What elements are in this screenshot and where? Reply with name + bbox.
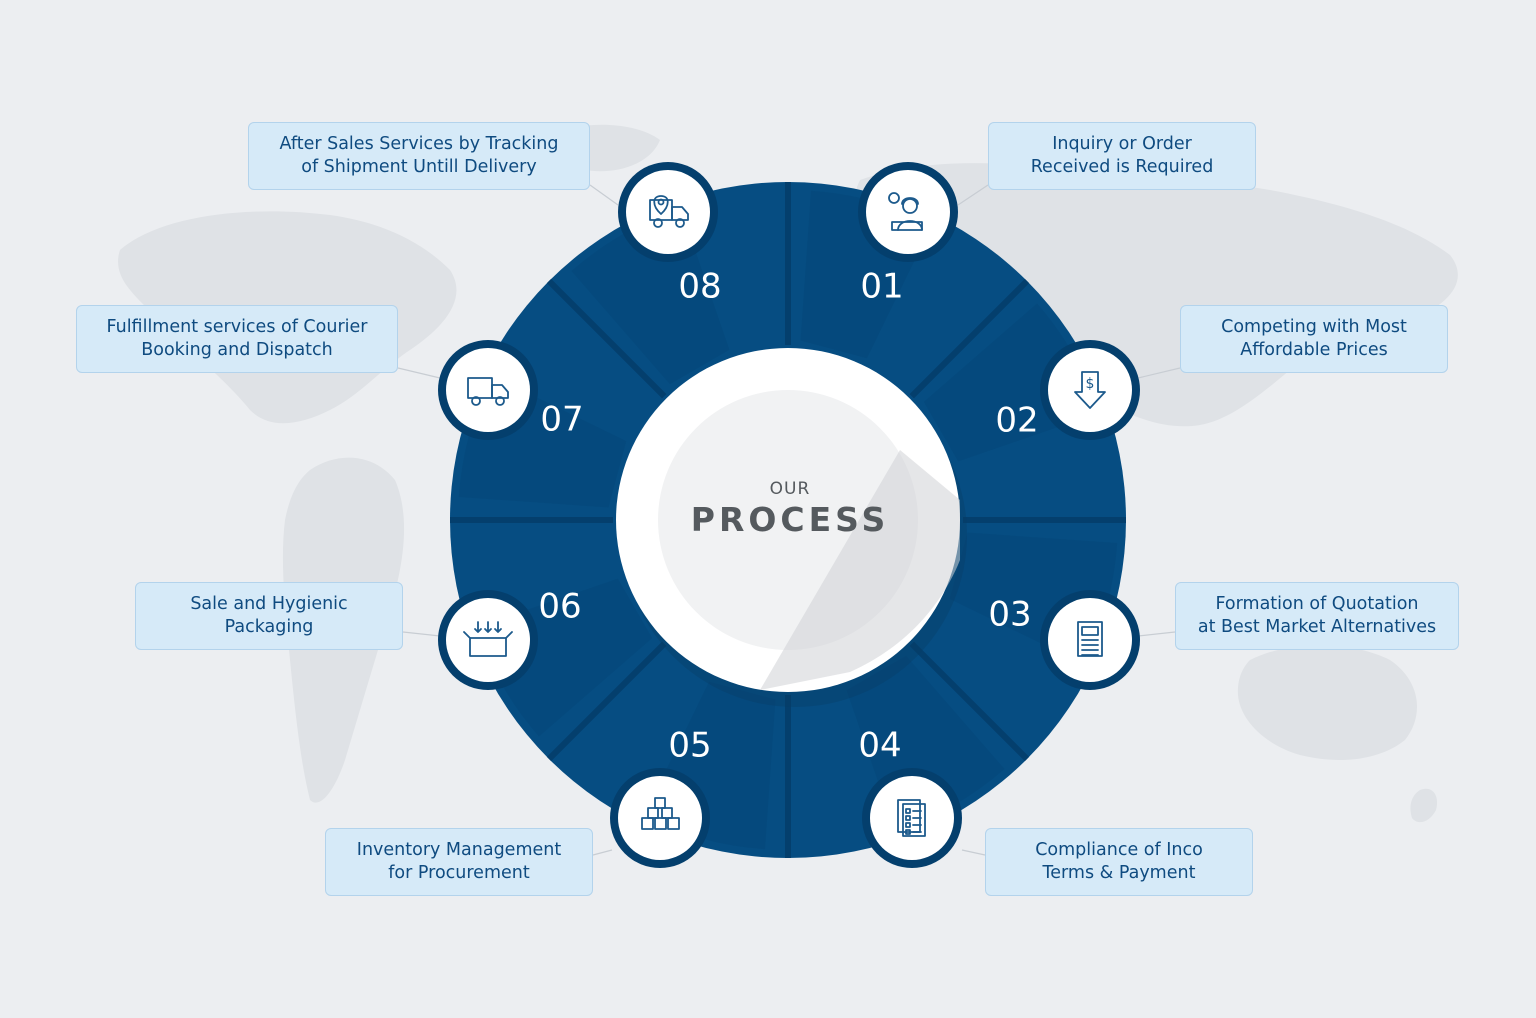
center-title-line1: OUR	[769, 479, 811, 499]
center-title: OUR PROCESS	[640, 478, 940, 540]
svg-text:$: $	[1086, 376, 1095, 392]
connector-line	[397, 367, 441, 379]
step-label-08: After Sales Services by Tracking of Shipm…	[248, 122, 590, 190]
step-number: 01	[860, 267, 903, 307]
connector-line	[1137, 367, 1181, 379]
step-number: 07	[540, 400, 583, 440]
step-label-line: Sale and Hygienic	[190, 594, 348, 614]
center-shadow-wedge	[760, 450, 960, 690]
ring-divider	[909, 641, 1030, 762]
step-label-03: Formation of Quotation at Best Market Alt…	[1175, 582, 1459, 650]
step-number: 06	[538, 587, 581, 627]
ring-divider	[546, 278, 667, 399]
step-label-line: Inquiry or Order	[1052, 134, 1192, 154]
step-label-line: Inventory Management	[356, 840, 562, 860]
connector-line	[1137, 631, 1176, 637]
stacked-boxes-icon	[610, 768, 710, 868]
step-label-05: Inventory Management for Procurement	[325, 828, 593, 896]
step-label-line: Formation of Quotation	[1215, 594, 1419, 614]
connector-line	[961, 849, 986, 856]
connector-lines	[397, 184, 1181, 856]
step-number: 05	[668, 726, 711, 766]
price-down-icon: $	[1040, 340, 1140, 440]
connector-line	[589, 184, 619, 206]
step-label-line: Compliance of Inco	[1035, 840, 1203, 860]
step-number: 08	[678, 267, 721, 307]
step-numbers: 01 02 03 04 05 06 07 08	[538, 267, 1038, 766]
step-icons: $	[438, 162, 1140, 868]
step-label-line: After Sales Services by Tracking	[279, 134, 559, 154]
step-label-line: Packaging	[224, 617, 314, 637]
delivery-truck-icon	[438, 340, 538, 440]
step-label-line: Terms & Payment	[1042, 863, 1196, 883]
connector-line	[402, 631, 441, 637]
step-label-line: at Best Market Alternatives	[1197, 617, 1437, 637]
step-number: 02	[995, 401, 1038, 441]
ring-divider	[546, 641, 667, 762]
step-label-line: of Shipment Untill Delivery	[301, 157, 537, 177]
step-label-line: Competing with Most	[1221, 317, 1407, 337]
customer-support-icon	[858, 162, 958, 262]
quotation-document-icon	[1040, 590, 1140, 690]
connector-line	[957, 184, 989, 206]
step-number: 03	[988, 595, 1031, 635]
truck-location-icon	[618, 162, 718, 262]
step-label-line: for Procurement	[388, 863, 530, 883]
packaging-box-icon	[438, 590, 538, 690]
step-label-line: Fulfillment services of Courier	[106, 317, 368, 337]
ring-divider	[909, 278, 1030, 399]
step-label-line: Received is Required	[1030, 157, 1214, 177]
center-title-line2: PROCESS	[690, 500, 890, 539]
step-label-line: Affordable Prices	[1240, 340, 1388, 360]
checklist-icon	[862, 768, 962, 868]
step-number: 04	[858, 726, 901, 766]
connector-line	[592, 849, 613, 856]
step-label-line: Booking and Dispatch	[141, 340, 333, 360]
